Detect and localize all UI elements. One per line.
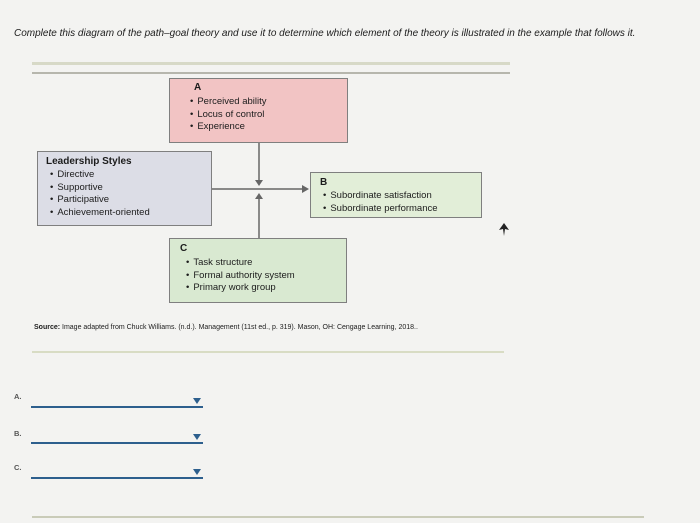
divider <box>32 516 644 518</box>
arrow-right-icon <box>302 185 309 193</box>
list-item: Subordinate performance <box>323 203 437 216</box>
question-text: Complete this diagram of the path–goal t… <box>14 28 636 39</box>
box-a-list: Perceived ability Locus of control Exper… <box>190 96 267 134</box>
list-item: Locus of control <box>190 109 267 122</box>
list-item: Task structure <box>186 257 295 270</box>
list-item: Supportive <box>50 182 150 195</box>
leadership-styles-box: Leadership Styles Directive Supportive P… <box>37 151 212 226</box>
list-item: Primary work group <box>186 282 295 295</box>
answer-b-label: B. <box>14 429 22 438</box>
box-c: C Task structure Formal authority system… <box>169 238 347 303</box>
divider <box>32 62 510 65</box>
answer-a-dropdown[interactable] <box>31 394 203 408</box>
divider <box>32 351 504 353</box>
box-a-letter: A <box>194 82 202 93</box>
chevron-down-icon[interactable] <box>193 469 201 475</box>
answer-c-dropdown[interactable] <box>31 465 203 479</box>
leadership-styles-heading: Leadership Styles <box>46 156 132 167</box>
answer-b-dropdown[interactable] <box>31 430 203 444</box>
answer-c-label: C. <box>14 463 22 472</box>
box-a: A Perceived ability Locus of control Exp… <box>169 78 348 143</box>
list-item: Subordinate satisfaction <box>323 190 438 203</box>
cursor-icon <box>499 223 509 236</box>
source-label: Source: <box>34 324 61 331</box>
list-item: Formal authority system <box>186 270 294 283</box>
box-c-letter: C <box>180 243 188 254</box>
answer-a-label: A. <box>14 392 22 401</box>
source-text: Image adapted from Chuck Williams. (n.d.… <box>62 324 418 331</box>
list-item: Directive <box>50 169 150 182</box>
chevron-down-icon[interactable] <box>193 434 201 440</box>
arrow-down-icon <box>255 180 263 186</box>
divider <box>32 72 510 74</box>
box-b: B Subordinate satisfaction Subordinate p… <box>310 172 482 218</box>
box-c-list: Task structure Formal authority system P… <box>186 257 295 295</box>
arrow-up-icon <box>255 193 263 199</box>
chevron-down-icon[interactable] <box>193 398 201 404</box>
list-item: Perceived ability <box>190 96 266 109</box>
box-b-list: Subordinate satisfaction Subordinate per… <box>323 190 438 216</box>
leadership-styles-list: Directive Supportive Participative Achie… <box>50 169 150 220</box>
source-citation: Source: Image adapted from Chuck William… <box>34 324 418 331</box>
list-item: Experience <box>190 121 267 134</box>
list-item: Achievement-oriented <box>50 207 149 220</box>
list-item: Participative <box>50 194 150 207</box>
box-b-letter: B <box>320 177 328 188</box>
